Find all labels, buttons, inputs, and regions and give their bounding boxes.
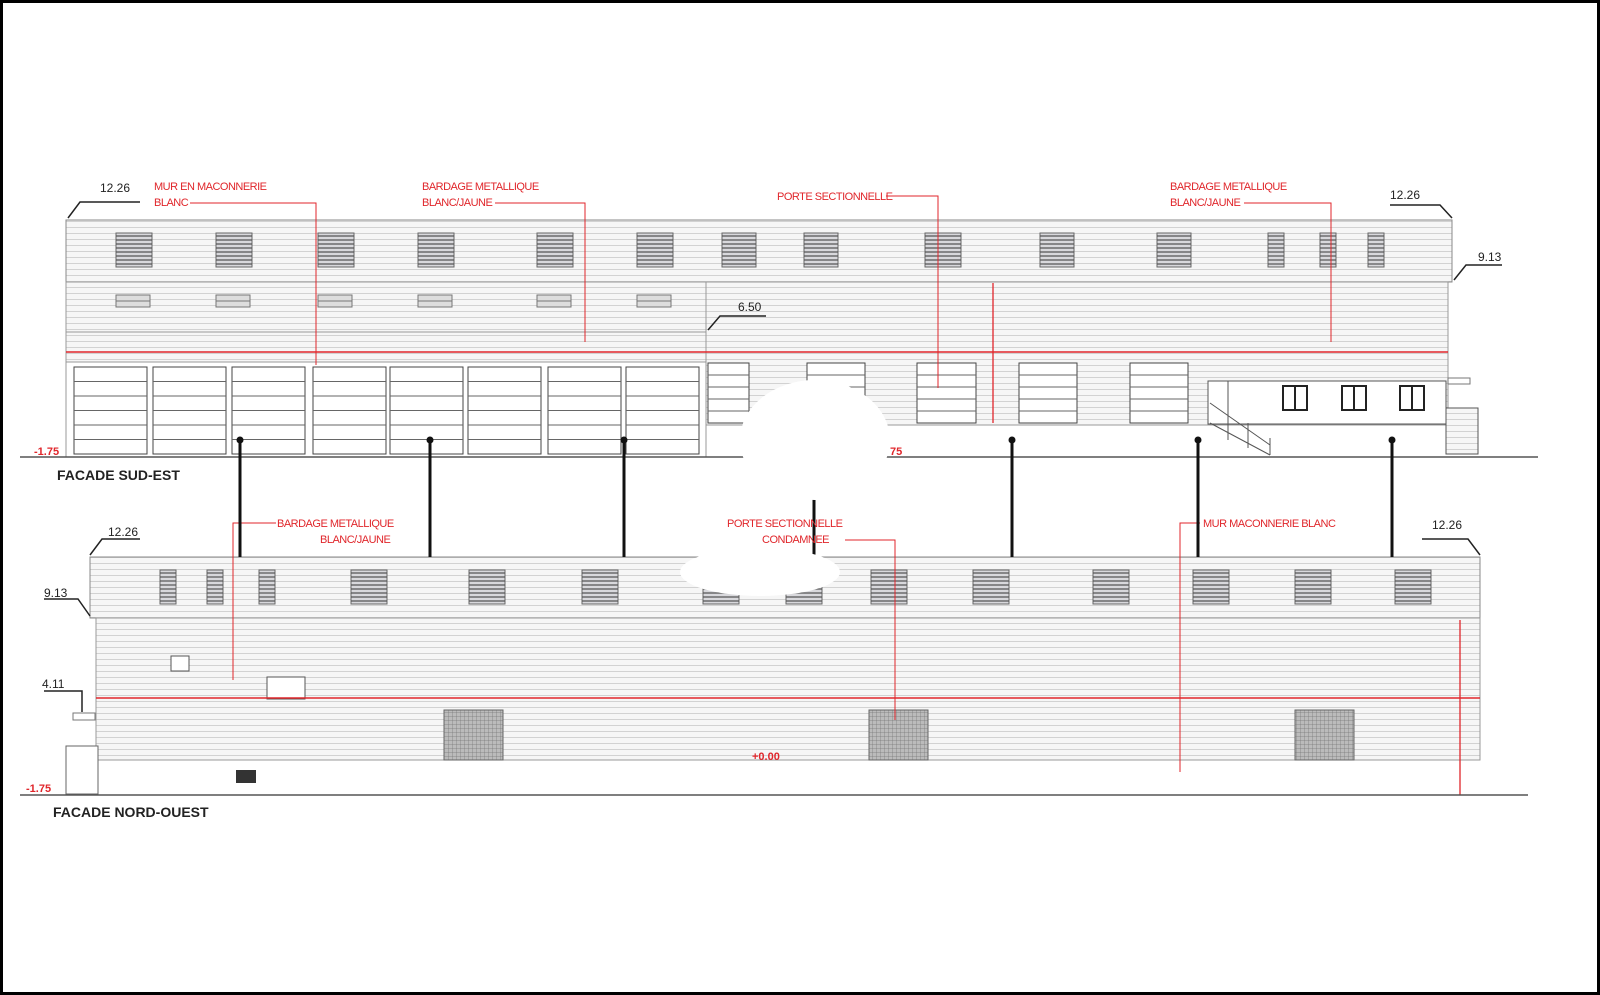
louvre-window	[215, 232, 253, 268]
level-label: 4.11	[42, 677, 65, 691]
sectional-door	[707, 362, 750, 424]
small-window	[170, 655, 190, 672]
annotation-label: PORTE SECTIONNELLE	[727, 518, 843, 530]
link-node	[620, 436, 628, 444]
level-label: 9.13	[44, 586, 68, 600]
vent-grille	[236, 770, 256, 783]
level-marker	[44, 598, 91, 617]
louvre-window	[159, 569, 177, 605]
leader-line	[845, 539, 896, 720]
facade-sud-est: 12.26 12.26 9.13 6.50 -1.75 75 MUR EN MA…	[20, 181, 1538, 483]
louvre-window	[536, 232, 574, 268]
louvre-window	[924, 232, 962, 268]
redaction-blob	[740, 380, 890, 500]
louvre-window	[1192, 569, 1230, 605]
upper-left-band	[65, 281, 707, 333]
level-label: 9.13	[1478, 250, 1502, 264]
link-node	[236, 436, 244, 444]
louvre-window	[417, 232, 455, 268]
level-label: 12.26	[108, 525, 138, 539]
leader-line	[1244, 202, 1332, 342]
annotation-label: MUR MACONNERIE BLANC	[1203, 518, 1336, 530]
canopy	[1447, 377, 1471, 385]
louvre-window	[1267, 232, 1285, 268]
sectional-door	[1018, 362, 1078, 424]
annotation-label: BLANC/JAUNE	[320, 534, 390, 546]
level-marker	[67, 201, 140, 219]
louvre-window	[721, 232, 757, 268]
annotation-label: BARDAGE METALLIQUE	[1170, 181, 1287, 193]
stair-ramp	[1209, 402, 1271, 456]
blocked-door	[443, 709, 504, 761]
leader-line	[1179, 522, 1200, 772]
link-node	[1388, 436, 1396, 444]
strip-band	[65, 331, 707, 363]
louvre-window	[1367, 232, 1385, 268]
side-stairs	[1445, 407, 1479, 455]
louvre-window	[1039, 232, 1075, 268]
redaction-blob	[680, 548, 840, 596]
leader-line	[190, 202, 317, 365]
louvre-window	[317, 232, 355, 268]
level-label: 12.26	[1390, 188, 1420, 202]
leader-line	[232, 522, 276, 680]
leader-line	[495, 202, 586, 342]
louvre-window	[1394, 569, 1432, 605]
louvre-window	[972, 569, 1010, 605]
sectional-door	[1129, 362, 1189, 424]
ground-level-label: 75	[890, 446, 902, 458]
facade-title: FACADE SUD-EST	[57, 467, 180, 483]
canopy	[72, 712, 96, 721]
level-label: 6.50	[738, 300, 762, 314]
annotation-label: PORTE SECTIONNELLE	[777, 191, 893, 203]
leader-line	[886, 195, 939, 388]
link-node	[1194, 436, 1202, 444]
level-marker	[707, 315, 766, 331]
sectional-door	[916, 362, 977, 424]
level-marker	[1390, 204, 1453, 219]
louvre-window	[1092, 569, 1130, 605]
annotation-label: BLANC	[154, 197, 189, 209]
link-node	[1008, 436, 1016, 444]
level-label: 12.26	[1432, 518, 1462, 532]
blocked-door	[1294, 709, 1355, 761]
ground-level-label: -1.75	[26, 783, 51, 795]
annotation-label: BLANC/JAUNE	[1170, 197, 1240, 209]
ground-level-label: -1.75	[34, 446, 59, 458]
annotation-label: BARDAGE METALLIQUE	[277, 518, 394, 530]
annotation-label: BLANC/JAUNE	[422, 197, 492, 209]
annotation-label: MUR EN MACONNERIE	[154, 181, 267, 193]
level-marker	[1422, 538, 1481, 556]
louvre-window	[803, 232, 839, 268]
louvre-window	[1319, 232, 1337, 268]
louvre-window	[468, 569, 506, 605]
level-label: 12.26	[100, 181, 130, 195]
louvre-window	[870, 569, 908, 605]
louvre-window	[350, 569, 388, 605]
blocked-door	[868, 709, 929, 761]
louvre-window	[636, 232, 674, 268]
louvre-window	[115, 232, 153, 268]
level-marker	[89, 538, 140, 556]
louvre-window	[581, 569, 619, 605]
upper-band	[65, 219, 1453, 283]
level-marker	[44, 690, 83, 712]
louvre-window	[258, 569, 276, 605]
louvre-window	[206, 569, 224, 605]
louvre-window	[1294, 569, 1332, 605]
zero-level-label: +0.00	[752, 751, 780, 763]
facade-title: FACADE NORD-OUEST	[53, 804, 209, 820]
annex-door	[1207, 380, 1229, 425]
louvre-window	[1156, 232, 1192, 268]
small-window	[266, 676, 306, 700]
side-stairs	[65, 745, 99, 795]
cladding	[95, 617, 1481, 761]
link-node	[426, 436, 434, 444]
annotation-label: BARDAGE METALLIQUE	[422, 181, 539, 193]
level-marker	[1453, 264, 1502, 281]
annotation-label: CONDAMNEE	[762, 534, 829, 546]
